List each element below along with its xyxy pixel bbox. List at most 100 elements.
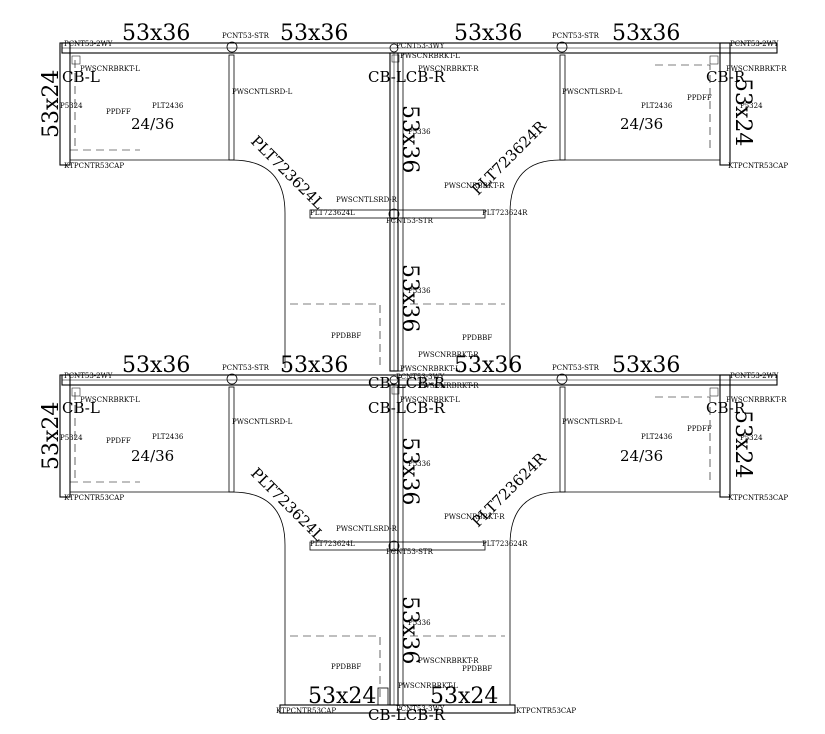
dim-label: 53x24 xyxy=(39,402,64,470)
part-code-label: PPDBBF xyxy=(462,665,492,673)
dim-label: 53x24 xyxy=(730,78,755,146)
part-code-label: PPDBBF xyxy=(331,663,361,671)
cb-label: CB-LCB-R xyxy=(368,68,446,86)
desk-size-label: 24/36 xyxy=(620,115,663,133)
lower-cluster xyxy=(59,373,778,714)
dim-label: 53x24 xyxy=(430,684,498,709)
dim-label: 53x36 xyxy=(122,353,190,378)
desk-size-label: 24/36 xyxy=(131,115,174,133)
part-code-label: KTPCNTR53CAP xyxy=(64,162,124,170)
part-code-label: PWSCNTLSRD-R xyxy=(336,196,398,204)
part-code-label: PCNT53-2WY xyxy=(730,372,779,380)
part-code-label: PWSCNTLSRD-L xyxy=(232,88,293,96)
dim-label: 53x36 xyxy=(454,353,522,378)
part-code-label: KTPCNTR53CAP xyxy=(728,494,788,502)
part-code-label: PCNT53-2WY xyxy=(64,372,113,380)
part-code-label: KTPCNTR53CAP xyxy=(516,707,576,715)
part-code-label: PLT723624R xyxy=(482,209,528,217)
part-code-label: PPDFF xyxy=(106,108,131,116)
part-code-label: PPDFF xyxy=(687,94,712,102)
part-code-label: P5336 xyxy=(408,619,431,627)
dim-label: 53x24 xyxy=(39,70,64,138)
part-code-label: P5336 xyxy=(408,287,431,295)
part-code-label: PWSCNTLSRD-R xyxy=(336,525,398,533)
bottom-end-panel xyxy=(279,704,516,714)
part-code-label: P5324 xyxy=(60,434,83,442)
part-code-label: PCNT53-3WY xyxy=(396,373,445,381)
dim-label: 53x36 xyxy=(280,21,348,46)
part-code-label: P5324 xyxy=(740,434,763,442)
upper-labels: 53x36 53x36 53x36 53x36 53x24 53x24 53x3… xyxy=(39,21,788,359)
part-label: PLT723624L xyxy=(247,132,328,213)
dim-label: 53x36 xyxy=(280,353,348,378)
cb-label: CB-LCB-R xyxy=(368,374,446,392)
part-code-label: PWSCNRBRKT-R xyxy=(444,182,505,190)
part-code-label: PCNT53-3WY xyxy=(396,705,445,713)
part-code-label: PWSCNTLSRD-L xyxy=(562,418,623,426)
desk-size-label: 24/36 xyxy=(131,447,174,465)
dim-label: 53x36 xyxy=(122,21,190,46)
part-code-label: PPDBBF xyxy=(462,334,492,342)
part-code-label: PPDFF xyxy=(687,425,712,433)
desk-size-label: 24/36 xyxy=(620,447,663,465)
cb-label: CB-L xyxy=(62,68,100,86)
part-code-label: PWSCNRBRKT-R xyxy=(418,382,479,390)
dim-label: 53x24 xyxy=(730,410,755,478)
part-code-label: PWSCNRBRKT-L xyxy=(80,396,140,404)
right-end-panel xyxy=(719,42,731,166)
part-code-label: PWSCNRBRKT-L xyxy=(400,52,460,60)
part-code-label: KTPCNTR53CAP xyxy=(728,162,788,170)
part-code-label: PLT723624R xyxy=(482,540,528,548)
lower-labels: 53x36 53x36 53x36 53x36 53x24 53x24 53x3… xyxy=(39,353,788,724)
left-end-panel xyxy=(59,42,71,166)
part-code-label: PPDFF xyxy=(106,437,131,445)
cb-label: CB-LCB-R xyxy=(368,706,446,724)
part-code-label: PCNT53-STR xyxy=(552,364,600,372)
dim-label: 53x36 xyxy=(612,21,680,46)
part-code-label: PCNT53-STR xyxy=(222,32,270,40)
dim-label: 53x36 xyxy=(454,21,522,46)
part-code-label: PCNT53-STR xyxy=(386,217,434,225)
dim-label: 53x24 xyxy=(308,684,376,709)
part-code-label: PWSCNRBRKT-L xyxy=(80,65,140,73)
part-code-label: KTPCNTR53CAP xyxy=(276,707,336,715)
part-code-label: P5324 xyxy=(740,102,763,110)
dim-label: 53x36 xyxy=(397,105,422,173)
part-code-label: PWSCNTLSRD-L xyxy=(562,88,623,96)
part-code-label: PWSCNRBRKT-L xyxy=(398,682,458,690)
part-code-label: PWSCNRBRKT-R xyxy=(418,657,479,665)
part-label: PLT723624L xyxy=(247,464,328,545)
part-code-label: PCNT53-STR xyxy=(552,32,600,40)
part-code-label: PLT2436 xyxy=(641,102,673,110)
dim-label: 53x36 xyxy=(397,437,422,505)
part-code-label: PLT723624L xyxy=(310,540,355,548)
cb-label: CB-R xyxy=(706,68,746,86)
dim-label: 53x36 xyxy=(612,353,680,378)
part-code-label: P5336 xyxy=(408,460,431,468)
part-code-label: P5336 xyxy=(408,128,431,136)
cb-label: CB-LCB-R xyxy=(368,399,446,417)
part-code-label: PCNT53-2WY xyxy=(64,40,113,48)
upper-cluster xyxy=(59,41,778,372)
part-code-label: PWSCNRBRKT-R xyxy=(418,351,479,359)
part-code-label: PLT2436 xyxy=(641,433,673,441)
part-code-label: PCNT53-STR xyxy=(222,364,270,372)
part-code-label: PWSCNRBRKT-L xyxy=(400,365,460,373)
part-code-label: PCNT53-3WY xyxy=(396,42,445,50)
part-code-label: PWSCNRBRKT-R xyxy=(726,396,787,404)
dim-label: 53x36 xyxy=(397,264,422,332)
part-code-label: PWSCNRBRKT-R xyxy=(726,65,787,73)
part-code-label: PPDBBF xyxy=(331,332,361,340)
part-code-label: PCNT53-STR xyxy=(386,548,434,556)
part-code-label: P5324 xyxy=(60,102,83,110)
part-code-label: PWSCNTLSRD-L xyxy=(232,418,293,426)
part-code-label: PLT723624L xyxy=(310,209,355,217)
part-code-label: PWSCNRBRKT-L xyxy=(400,396,460,404)
dim-label: 53x36 xyxy=(397,596,422,664)
part-code-label: PCNT53-2WY xyxy=(730,40,779,48)
part-code-label: PWSCNRBRKT-R xyxy=(418,65,479,73)
cb-label: CB-R xyxy=(706,399,746,417)
cb-label: CB-L xyxy=(62,399,100,417)
part-code-label: KTPCNTR53CAP xyxy=(64,494,124,502)
